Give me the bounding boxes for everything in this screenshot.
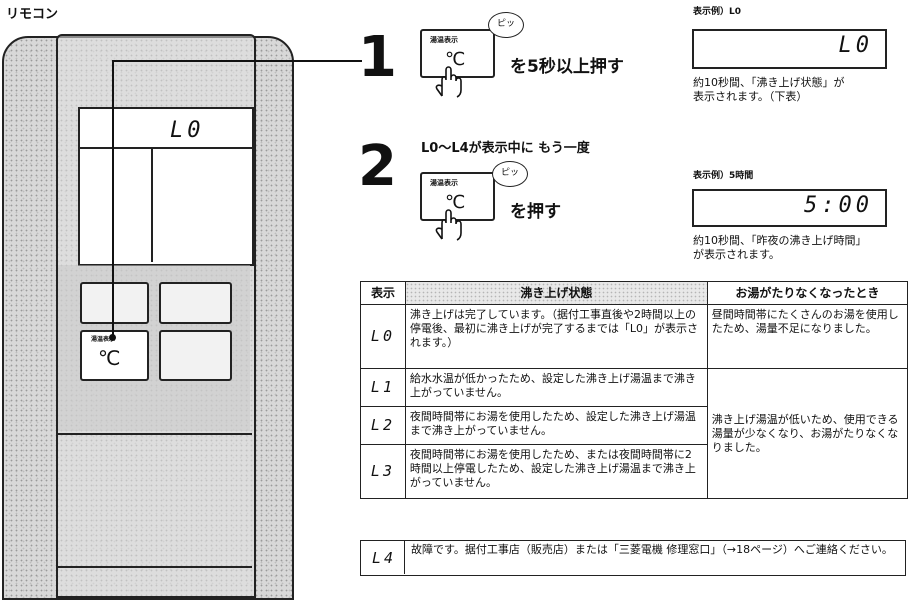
table-row: L0 沸き上げは完了しています。（据付工事直後や2時間以上の停電後、最初に沸き上… — [360, 304, 909, 369]
beep-bubble: ピッ — [488, 12, 524, 38]
header-shortage: お湯がたりなくなったとき — [706, 281, 909, 305]
step-1-note: 約10秒間、「沸き上げ状態」が 表示されます。（下表） — [693, 76, 845, 104]
row-code: L2 — [360, 406, 406, 445]
status-table: 表示 沸き上げ状態 お湯がたりなくなったとき L0 沸き上げは完了しています。（… — [360, 281, 909, 499]
remote-button[interactable] — [80, 282, 149, 324]
step-2-note: 約10秒間、「昨夜の沸き上げ時間」 が表示されます。 — [693, 234, 867, 262]
table-row: L1 給水水温が低かったため、設定した沸き上げ湯温まで沸き上がっていません。 沸… — [360, 368, 909, 499]
header-display: 表示 — [360, 281, 406, 305]
row-shortage: 昼間時間帯にたくさんのお湯を使用したため、湯量不足になりました。 — [706, 304, 909, 369]
screen-divider — [78, 147, 252, 149]
example-display-l0: L0 — [692, 29, 887, 69]
header-state: 沸き上げ状態 — [404, 281, 708, 305]
step-2-button — [420, 172, 495, 221]
l4-code-cell — [360, 540, 405, 574]
example-display-time: 5:00 — [692, 189, 887, 227]
l4-text: 故障です。据付工事店（販売店）または「三菱電機 修理窓口」（→18ページ）へご連… — [411, 543, 893, 556]
divider — [58, 433, 252, 435]
step-1-button-label: 湯温表示 — [430, 36, 458, 44]
celsius-icon: ℃ — [445, 49, 466, 70]
step-2-instruction: を押す — [510, 202, 561, 222]
step-1-example-label: 表示例）L0 — [693, 7, 741, 17]
merged-shortage: 沸き上げ湯温が低いため、使用できる湯量が少なくなり、お湯がたりなくなりました。 — [706, 368, 909, 499]
table-header-row: 表示 沸き上げ状態 お湯がたりなくなったとき — [360, 281, 909, 305]
row-code: L1 — [360, 368, 406, 407]
pressing-hand-icon — [435, 209, 462, 241]
remote-button[interactable] — [159, 282, 232, 324]
note-line: 約10秒間、「沸き上げ状態」が — [693, 76, 845, 89]
leader-line — [112, 60, 114, 337]
page-title: リモコン — [6, 7, 59, 22]
note-line: 約10秒間、「昨夜の沸き上げ時間」 — [693, 234, 867, 247]
remote-button[interactable] — [159, 330, 232, 381]
code-display: L2 — [370, 415, 395, 434]
row-code: L0 — [360, 304, 406, 369]
row-state: 夜間時間帯にお湯を使用したため、設定した沸き上げ湯温まで沸き上がっていません。 — [404, 406, 708, 445]
step-2-lead: L0〜L4が表示中に もう一度 — [421, 141, 590, 156]
beep-bubble: ピッ — [492, 161, 528, 187]
hot-water-temp-label: 湯温表示 — [91, 336, 116, 343]
row-state: 沸き上げは完了しています。（据付工事直後や2時間以上の停電後、最初に沸き上げが完… — [404, 304, 708, 369]
leader-dot — [109, 334, 116, 341]
step-1-instruction: を5秒以上押す — [510, 57, 624, 77]
table-row: L2 夜間時間帯にお湯を使用したため、設定した沸き上げ湯温まで沸き上がっていませ… — [360, 406, 908, 445]
code-display: L0 — [370, 326, 395, 345]
example-display-text: L0 — [838, 33, 873, 58]
remote-screen — [78, 107, 254, 266]
row-code: L3 — [360, 444, 406, 499]
table-row: L3 夜間時間帯にお湯を使用したため、または夜間時間帯に2時間以上停電したため、… — [360, 444, 908, 499]
step-2-button-label: 湯温表示 — [430, 179, 458, 187]
code-display: L1 — [370, 377, 395, 396]
leader-line — [112, 60, 362, 62]
remote-screen-display: L0 — [170, 118, 205, 143]
note-line: が表示されます。 — [693, 248, 780, 261]
pressing-hand-icon — [435, 66, 462, 98]
note-line: 表示されます。（下表） — [693, 90, 808, 103]
row-state: 夜間時間帯にお湯を使用したため、または夜間時間帯に2時間以上停電したため、設定し… — [404, 444, 708, 499]
step-2-number: 2 — [358, 134, 397, 199]
step-1-button — [420, 29, 495, 78]
step-2-example-label: 表示例）5時間 — [693, 171, 754, 181]
example-display-text: 5:00 — [804, 193, 873, 218]
celsius-icon: ℃ — [445, 192, 466, 213]
celsius-icon: ℃ — [98, 346, 121, 370]
l4-box — [360, 540, 906, 576]
screen-divider — [151, 147, 153, 262]
step-1-number: 1 — [358, 25, 397, 90]
l4-code-display: L4 — [372, 549, 397, 567]
row-state: 給水水温が低かったため、設定した沸き上げ湯温まで沸き上がっていません。 — [404, 368, 708, 407]
code-display: L3 — [370, 461, 395, 480]
divider — [58, 566, 252, 568]
